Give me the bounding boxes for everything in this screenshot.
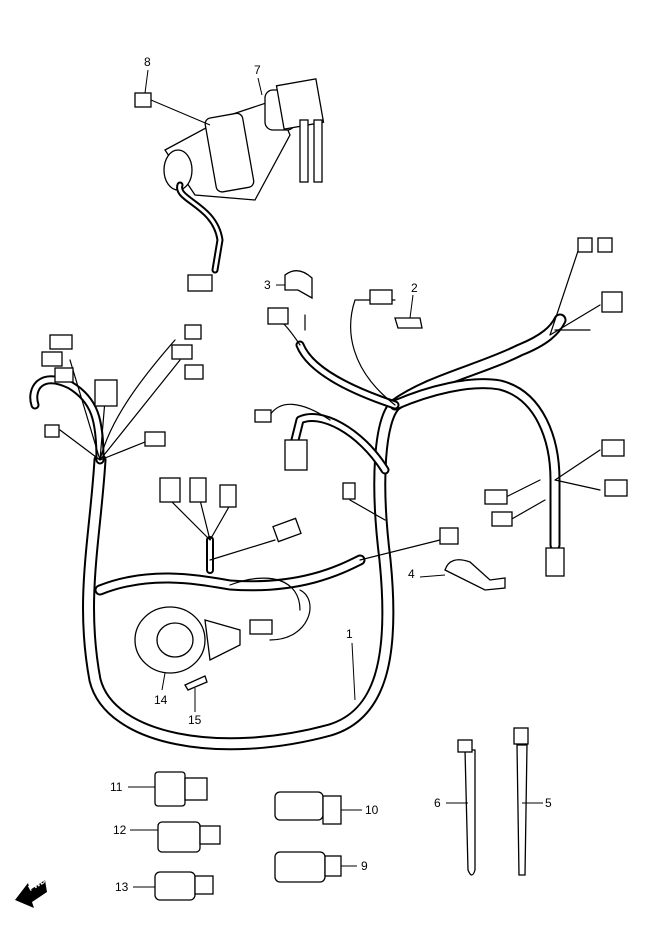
- callout-4: 4: [408, 567, 415, 581]
- callout-10: 10: [365, 803, 379, 817]
- callout-7: 7: [254, 63, 261, 77]
- callout-11: 11: [110, 780, 123, 794]
- callout-9: 9: [361, 859, 368, 873]
- callout-8: 8: [144, 55, 151, 69]
- callout-13: 13: [115, 880, 129, 894]
- callout-6: 6: [434, 796, 441, 810]
- callout-15: 15: [188, 713, 202, 727]
- harness-branches: [59, 244, 601, 641]
- callout-5: 5: [545, 796, 552, 810]
- fwd-arrow-icon: [15, 880, 47, 908]
- callout-14: 14: [154, 693, 168, 707]
- callout-12: 12: [113, 823, 127, 837]
- connectors: [41, 237, 628, 635]
- callout-3: 3: [264, 278, 271, 292]
- callout-2: 2: [411, 281, 418, 295]
- wiring-harness: [29, 313, 567, 751]
- callout-1: 1: [346, 627, 353, 641]
- ignition-switch-assembly: [134, 69, 325, 274]
- small-parts: [128, 270, 543, 901]
